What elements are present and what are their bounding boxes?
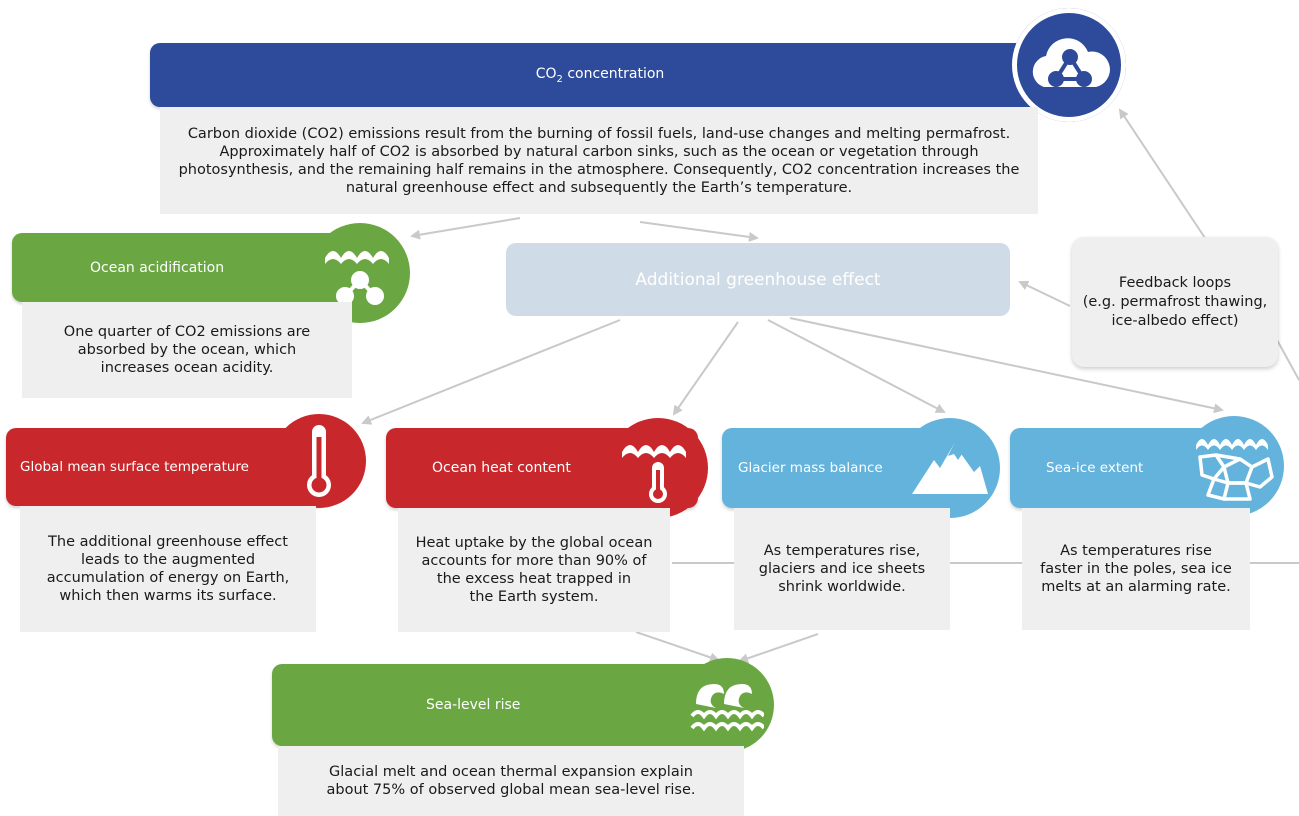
ocean-acidification-header: Ocean acidification	[12, 233, 362, 302]
arrow-ohc-to-sealevel	[635, 631, 720, 663]
ocean-heat-title: Ocean heat content	[432, 460, 571, 476]
sealevel-description: Glacial melt and ocean thermal expansion…	[278, 746, 744, 816]
feedback-return-line-vertical	[1275, 337, 1299, 381]
arrow-greenhouse-to-glacier	[767, 319, 946, 413]
co2-concentration-header: CO2 concentration	[150, 43, 1090, 107]
sealevel-icon-circle	[680, 658, 774, 752]
co2-desc-line: photosynthesis, and the remaining half r…	[178, 161, 1020, 178]
co2-description: Carbon dioxide (CO2) emissions result fr…	[160, 107, 1038, 214]
seaice-title: Sea-ice extent	[1046, 460, 1144, 476]
wave-molecule-icon	[325, 251, 389, 305]
co2-icon-circle	[1012, 8, 1126, 122]
arrow-greenhouse-to-ohc	[672, 321, 739, 416]
cloud-molecule-icon	[1032, 38, 1110, 87]
co2-desc-line: Carbon dioxide (CO2) emissions result fr…	[187, 125, 1011, 142]
thermometer-icon	[307, 425, 331, 497]
arrow-glacier-to-sealevel	[738, 633, 819, 664]
sealevel-title: Sea-level rise	[426, 697, 521, 713]
glacier-title: Glacier mass balance	[738, 460, 883, 476]
gmst-description: The additional greenhouse effect leads t…	[20, 506, 316, 632]
gmst-icon-circle	[272, 414, 366, 508]
gmst-title: Global mean surface temperature	[20, 459, 249, 475]
greenhouse-effect-box: Additional greenhouse effect	[506, 243, 1010, 316]
co2-desc-line: natural greenhouse effect and subsequent…	[345, 179, 853, 196]
arrow-greenhouse-to-gmst	[361, 319, 621, 425]
co2-title: CO2 concentration	[535, 65, 665, 85]
seaice-description: As temperatures rise faster in the poles…	[1022, 508, 1250, 630]
glacier-description: As temperatures rise, glaciers and ice s…	[734, 508, 950, 630]
mountain-icon	[912, 444, 988, 494]
ocean-heat-icon-circle	[608, 418, 708, 518]
feedback-loops-box: Feedback loops (e.g. permafrost thawing,…	[1072, 237, 1278, 367]
ocean-acidification-title: Ocean acidification	[90, 259, 225, 276]
arrow-feedback-to-greenhouse	[1018, 280, 1071, 307]
ocean-acidification-description: One quarter of CO2 emissions are absorbe…	[22, 302, 352, 398]
glacier-icon-circle	[900, 418, 1000, 518]
arrow-greenhouse-to-seaice	[789, 317, 1224, 414]
greenhouse-effect-title: Additional greenhouse effect	[635, 269, 881, 290]
arrow-co2-to-greenhouse	[639, 221, 759, 242]
waves-icon	[690, 684, 764, 732]
sealevel-header: Sea-level rise	[272, 664, 744, 746]
ocean-heat-description: Heat uptake by the global ocean accounts…	[398, 508, 670, 632]
wave-thermometer-icon	[622, 445, 686, 503]
arrow-feedback-to-co2	[1118, 108, 1206, 239]
sea-ice-icon	[1196, 439, 1274, 501]
seaice-icon-circle	[1184, 416, 1284, 516]
co2-desc-line: Approximately half of CO2 is absorbed by…	[219, 143, 979, 160]
arrow-co2-to-acidification	[410, 217, 521, 240]
